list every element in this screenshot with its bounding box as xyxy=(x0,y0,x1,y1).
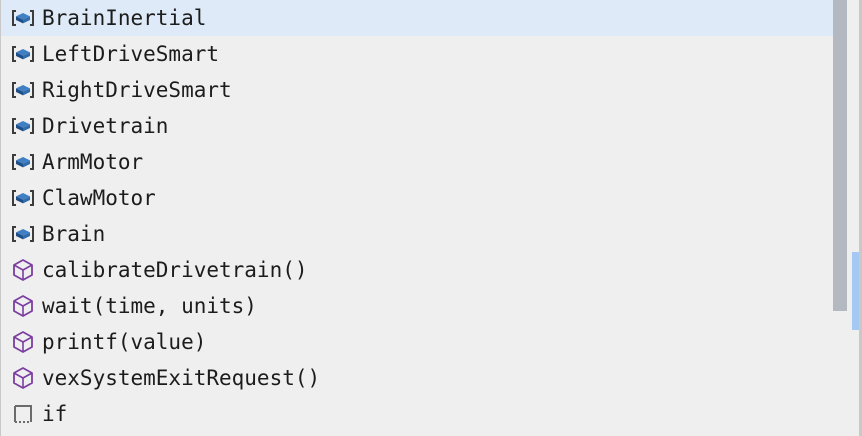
function-cube-icon xyxy=(8,329,38,355)
suggestion-item-function[interactable]: wait(time, units) xyxy=(1,288,861,324)
suggestion-item-keyword[interactable]: if xyxy=(1,396,861,432)
suggestion-item-label: printf(value) xyxy=(42,330,207,354)
variable-box-icon xyxy=(8,221,38,247)
suggestion-item-variable[interactable]: Brain xyxy=(1,216,861,252)
suggestion-item-label: if xyxy=(42,402,68,426)
suggestion-item-variable[interactable]: ArmMotor xyxy=(1,144,861,180)
variable-box-icon xyxy=(8,41,38,67)
suggestion-item-label: wait(time, units) xyxy=(42,294,257,318)
function-cube-icon xyxy=(8,257,38,283)
variable-box-icon xyxy=(8,113,38,139)
scrollbar-gutter xyxy=(847,0,861,436)
suggestion-item-function[interactable]: vexSystemExitRequest() xyxy=(1,360,861,396)
function-cube-icon xyxy=(8,293,38,319)
suggestion-item-variable[interactable]: ClawMotor xyxy=(1,180,861,216)
scrollbar-thumb[interactable] xyxy=(833,0,847,311)
suggestion-item-label: ClawMotor xyxy=(42,186,156,210)
suggestion-item-variable[interactable]: LeftDriveSmart xyxy=(1,36,861,72)
suggestion-item-label: ArmMotor xyxy=(42,150,144,174)
edge-accent-marker xyxy=(852,252,859,330)
variable-box-icon xyxy=(8,185,38,211)
suggestion-item-variable[interactable]: RightDriveSmart xyxy=(1,72,861,108)
function-cube-icon xyxy=(8,365,38,391)
suggestion-item-variable[interactable]: BrainInertial xyxy=(1,0,861,36)
suggestion-item-variable[interactable]: Drivetrain xyxy=(1,108,861,144)
suggestion-item-function[interactable]: calibrateDrivetrain() xyxy=(1,252,861,288)
scrollbar-track[interactable] xyxy=(833,0,847,436)
suggestion-item-label: RightDriveSmart xyxy=(42,78,232,102)
suggestion-item-label: calibrateDrivetrain() xyxy=(42,258,308,282)
variable-box-icon xyxy=(8,5,38,31)
suggestion-item-label: LeftDriveSmart xyxy=(42,42,220,66)
variable-box-icon xyxy=(8,149,38,175)
suggestion-item-label: Drivetrain xyxy=(42,114,169,138)
variable-box-icon xyxy=(8,77,38,103)
suggestion-item-label: Brain xyxy=(42,222,106,246)
suggestion-item-label: vexSystemExitRequest() xyxy=(42,366,321,390)
suggestion-item-label: BrainInertial xyxy=(42,6,207,30)
suggestion-item-function[interactable]: printf(value) xyxy=(1,324,861,360)
keyword-snippet-icon xyxy=(8,401,38,427)
